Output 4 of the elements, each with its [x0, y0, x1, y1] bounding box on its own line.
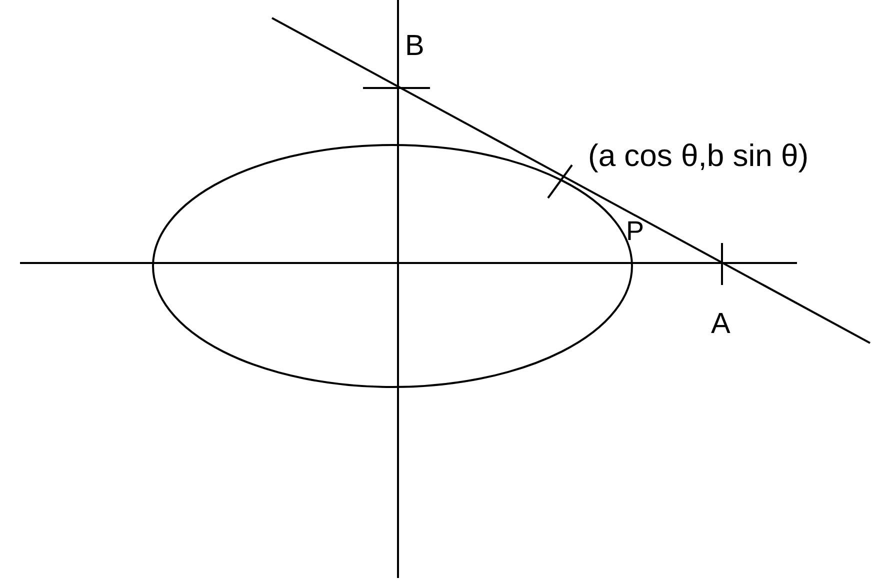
point-label: A [711, 310, 730, 339]
point-label: B [405, 32, 424, 61]
point-label: P [626, 218, 644, 245]
coordinate-label: (a cos θ,b sin θ) [588, 140, 809, 171]
